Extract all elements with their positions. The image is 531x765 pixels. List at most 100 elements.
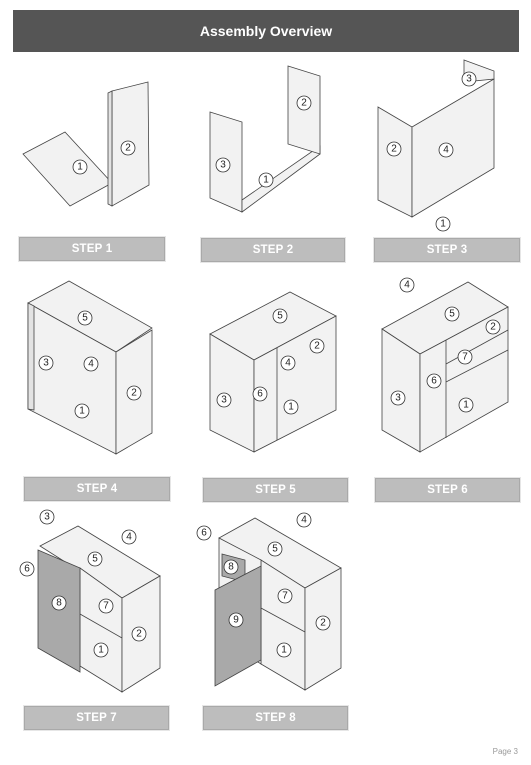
- part-number-5: 5: [87, 551, 103, 567]
- step-7-label-text: STEP 7: [76, 712, 117, 724]
- part-number-1: 1: [276, 642, 292, 658]
- svg-text:4: 4: [126, 532, 132, 543]
- page-number: Page 3: [492, 747, 518, 756]
- part-number-2: 2: [131, 626, 147, 642]
- part-number-9: 9: [228, 612, 244, 628]
- svg-text:3: 3: [395, 393, 401, 404]
- svg-text:7: 7: [103, 601, 109, 612]
- part-number-7: 7: [98, 598, 114, 614]
- step-3-diagram: 3 2 4 1: [377, 59, 495, 232]
- svg-text:2: 2: [314, 341, 320, 352]
- step-5-diagram: 5 2 4 3 6 1: [209, 291, 337, 453]
- part-number-4: 4: [438, 142, 454, 158]
- svg-text:3: 3: [43, 358, 49, 369]
- part-number-2: 2: [386, 141, 402, 157]
- svg-text:3: 3: [220, 160, 226, 171]
- step-8-diagram: 6 4 5 8 7 9 2 1: [196, 512, 342, 691]
- part-number-7: 7: [277, 588, 293, 604]
- step-7-label: STEP 7: [23, 705, 170, 731]
- step-8-label-text: STEP 8: [255, 712, 296, 724]
- step-2-diagram: 2 3 1: [209, 65, 321, 213]
- part-number-6: 6: [196, 525, 212, 541]
- step-5-label: STEP 5: [202, 477, 349, 503]
- svg-text:2: 2: [131, 388, 137, 399]
- svg-text:2: 2: [320, 618, 326, 629]
- step-5-label-text: STEP 5: [255, 484, 296, 496]
- svg-text:3: 3: [221, 395, 227, 406]
- part-number-1: 1: [258, 172, 274, 188]
- svg-text:1: 1: [98, 645, 104, 656]
- svg-text:5: 5: [82, 313, 88, 324]
- part-number-2: 2: [315, 615, 331, 631]
- svg-text:4: 4: [301, 515, 307, 526]
- svg-text:5: 5: [92, 554, 98, 565]
- step-4-diagram: 5 3 4 2 1: [27, 280, 153, 455]
- svg-text:1: 1: [281, 645, 287, 656]
- step-7-diagram: 3 4 5 6 8 7 2 1: [19, 509, 161, 693]
- svg-text:1: 1: [79, 406, 85, 417]
- svg-text:2: 2: [125, 143, 131, 154]
- part-number-5: 5: [77, 310, 93, 326]
- svg-text:1: 1: [263, 175, 269, 186]
- part-number-2: 2: [485, 319, 501, 335]
- part-number-1: 1: [74, 403, 90, 419]
- svg-text:8: 8: [56, 598, 62, 609]
- part-number-3: 3: [215, 157, 231, 173]
- part-number-1: 1: [93, 642, 109, 658]
- svg-text:3: 3: [44, 512, 50, 523]
- step-6-label-text: STEP 6: [427, 484, 468, 496]
- part-number-8: 8: [51, 595, 67, 611]
- svg-text:8: 8: [228, 562, 234, 573]
- part-number-4: 4: [399, 277, 415, 293]
- step-2-label-text: STEP 2: [252, 244, 294, 256]
- svg-text:1: 1: [463, 400, 469, 411]
- part-number-3: 3: [216, 392, 232, 408]
- svg-text:2: 2: [490, 322, 496, 333]
- step-4-label: STEP 4: [23, 476, 171, 502]
- step-2-label: STEP 2: [200, 237, 346, 263]
- svg-text:1: 1: [288, 402, 294, 413]
- part-number-4: 4: [296, 512, 312, 528]
- part-number-5: 5: [272, 308, 288, 324]
- part-number-1: 1: [283, 399, 299, 415]
- svg-text:4: 4: [285, 358, 291, 369]
- part-number-3: 3: [38, 355, 54, 371]
- svg-text:7: 7: [462, 352, 468, 363]
- svg-text:5: 5: [277, 311, 283, 322]
- part-number-4: 4: [83, 356, 99, 372]
- part-number-3: 3: [39, 509, 55, 525]
- step-1-label-text: STEP 1: [71, 243, 113, 255]
- svg-text:1: 1: [77, 162, 83, 173]
- svg-text:6: 6: [201, 528, 207, 539]
- part-number-1: 1: [72, 159, 88, 175]
- part-number-2: 2: [126, 385, 142, 401]
- svg-text:4: 4: [443, 145, 449, 156]
- part-number-8: 8: [223, 559, 239, 575]
- part-number-5: 5: [444, 306, 460, 322]
- svg-text:1: 1: [440, 219, 446, 230]
- svg-text:6: 6: [257, 389, 263, 400]
- part-number-2: 2: [120, 140, 136, 156]
- step-6-label: STEP 6: [374, 477, 521, 503]
- svg-text:3: 3: [466, 74, 472, 85]
- step-8-label: STEP 8: [202, 705, 349, 731]
- svg-text:5: 5: [272, 544, 278, 555]
- svg-text:7: 7: [282, 591, 288, 602]
- part-number-5: 5: [267, 541, 283, 557]
- page-title: Assembly Overview: [199, 23, 333, 39]
- part-number-7: 7: [457, 349, 473, 365]
- part-number-1: 1: [458, 397, 474, 413]
- svg-text:2: 2: [391, 144, 397, 155]
- svg-text:5: 5: [449, 309, 455, 320]
- part-number-4: 4: [280, 355, 296, 371]
- part-number-1: 1: [435, 216, 451, 232]
- svg-text:9: 9: [233, 615, 239, 626]
- part-number-2: 2: [296, 95, 312, 111]
- part-number-2: 2: [309, 338, 325, 354]
- step-1-label: STEP 1: [18, 236, 166, 262]
- svg-text:2: 2: [136, 629, 142, 640]
- svg-text:6: 6: [24, 564, 30, 575]
- step-3-label-text: STEP 3: [426, 244, 468, 256]
- part-number-6: 6: [19, 561, 35, 577]
- svg-text:2: 2: [301, 98, 307, 109]
